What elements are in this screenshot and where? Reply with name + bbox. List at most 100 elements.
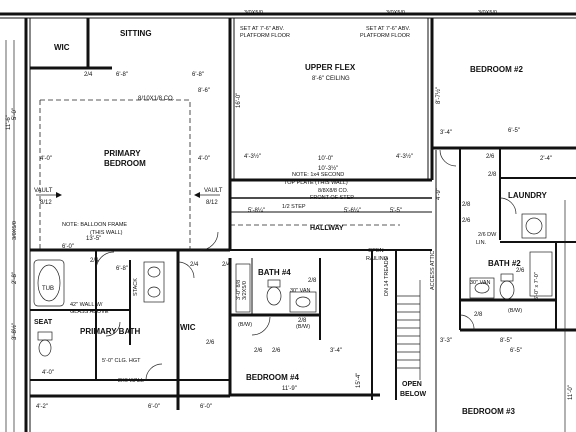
dim-32: 3'-3" <box>440 338 452 344</box>
dashed-lines <box>39 99 400 250</box>
fixtures <box>33 149 553 381</box>
note-11-6: 11'-6" <box>6 115 12 130</box>
note-set-right-1: SET AT 7'-6" ABV. <box>366 26 411 32</box>
dim-45: 6'-8" <box>116 266 128 272</box>
tub-fixture <box>33 259 65 307</box>
label-primary-bedroom-1: PRIMARY <box>104 149 141 158</box>
dim-53: 15'-4" <box>356 373 362 388</box>
label-upper-flex-ceiling: 8'-6" CEILING <box>312 76 350 82</box>
note-lin: LIN. <box>476 240 487 246</box>
dim-15: 1/2 STEP <box>282 204 306 210</box>
label-wic-top: WIC <box>54 43 70 52</box>
dim-42: (B/W) <box>508 308 522 314</box>
dim-35: 6'-5" <box>510 348 522 354</box>
note-dn-treads: DN 14 TREADS <box>384 256 390 296</box>
note-set-right-2: PLATFORM FLOOR <box>360 33 410 39</box>
dim-58: 2/6 <box>206 340 215 346</box>
label-primary-bedroom-2: BEDROOM <box>104 159 146 168</box>
dim-52: 8'-6" <box>198 88 210 94</box>
dim-20: 6'-0" <box>62 244 74 250</box>
note-dw: 2/6 DW <box>478 232 497 238</box>
dim-48: 2/4 <box>90 258 99 264</box>
dim-33: 3'-4" <box>330 348 342 354</box>
dim-24: 2/8 <box>488 172 497 178</box>
note-wall-26: 2X6 WALL <box>118 378 144 384</box>
label-bedroom-2: BEDROOM #2 <box>470 65 523 74</box>
dim-4: 6'-8" <box>116 72 128 78</box>
dim-26: 2/4 <box>222 262 231 268</box>
label-laundry: LAUNDRY <box>508 191 547 200</box>
dim-7: 4'-0" <box>40 156 52 162</box>
note-set-left-1: SET AT 7'-6" ABV. <box>240 26 285 32</box>
dim-56: 4'-9" <box>436 188 442 200</box>
label-access-attic: ACCESS ATTIC <box>430 251 436 290</box>
note-glass-1: 42" WALL W/ <box>70 302 103 308</box>
dim-40: (B/W) <box>238 322 252 328</box>
dim-36: 11'-9" <box>282 386 297 392</box>
note-second-top-1: NOTE: 1x4 SECOND <box>292 172 344 178</box>
label-bedroom-3: BEDROOM #3 <box>462 407 515 416</box>
label-tub: TUB <box>42 286 54 292</box>
dim-9: 4'-3½" <box>244 153 261 160</box>
walls <box>0 12 576 432</box>
dim-51: 5'-0" <box>12 108 18 120</box>
dim-21: 2/8 <box>462 202 471 208</box>
label-open-railing-2: RAILING <box>366 256 388 262</box>
note-second-top-2: TOP PLATE (THIS WALL) <box>284 180 348 186</box>
dim-47: 2'-8" <box>12 272 18 284</box>
dim-8: 4'-0" <box>198 156 210 162</box>
dim-46: 3'-8½" <box>11 323 18 340</box>
dim-28: 2/8 <box>298 318 307 324</box>
note-van-right: 30" VAN <box>470 280 491 286</box>
dim-50: 3/0X5/0 <box>12 221 18 240</box>
note-10-0: 10'-0" <box>318 156 333 162</box>
notes: SET AT 7'-6" ABV. PLATFORM FLOOR SET AT … <box>6 26 540 384</box>
note-set-left-2: PLATFORM FLOOR <box>240 33 290 39</box>
note-van-left: 30" VAN <box>290 288 311 294</box>
note-co-primary: 8/10X1/8 CO. <box>138 96 175 102</box>
note-stack: STACK <box>133 278 139 296</box>
dim-34: 8'-5" <box>500 338 512 344</box>
dim-25: 2/4 <box>190 262 199 268</box>
stair-treads <box>396 280 421 380</box>
label-open-below-1: OPEN <box>402 381 422 388</box>
label-bath-4: BATH #4 <box>258 268 291 277</box>
label-seat: SEAT <box>34 319 53 326</box>
label-sitting: SITTING <box>120 29 152 38</box>
dim-41: (B/W) <box>296 324 310 330</box>
label-hallway: HALLWAY <box>310 225 344 232</box>
dim-1: 3/0X5/0 <box>244 10 263 16</box>
dim-22: 2/6 <box>462 218 471 224</box>
dim-16: 5'-6¼" <box>344 208 361 214</box>
label-open-below-2: BELOW <box>400 391 426 398</box>
note-co-front: 8/8X8/8 CO. <box>318 188 349 194</box>
dim-5: 6'-8" <box>192 72 204 78</box>
dim-43: 2/8 <box>474 312 483 318</box>
dimensions: 3/0X5/0 3/0X5/0 3/0X5/0 6'-8" 6'-8" 2/4 … <box>11 10 574 410</box>
dim-2: 3/0X5/0 <box>386 10 405 16</box>
dim-14: 5'-8¼" <box>248 208 265 214</box>
dim-49: 4'-0" <box>42 370 54 376</box>
dim-6: 2/4 <box>84 72 93 78</box>
note-vault-right: VAULT <box>204 188 223 194</box>
note-balloon-1: NOTE: BALLOON FRAME <box>62 222 127 228</box>
label-bedroom-4: BEDROOM #4 <box>246 373 299 382</box>
note-vault-right-val: 8/12 <box>206 200 218 206</box>
dim-27: 3/2X5/0 <box>242 281 248 300</box>
note-dim-3-0: 3'-0" 8/8 <box>236 280 242 300</box>
label-bath-2: BATH #2 <box>488 259 521 268</box>
note-balloon-2: (THIS WALL) <box>90 230 123 236</box>
note-dim-6-0: 6'-0" x 7'-0" <box>534 272 540 300</box>
dim-57: 2'-4" <box>540 156 552 162</box>
dim-3: 3/0X5/0 <box>478 10 497 16</box>
note-vault-left: VAULT <box>34 188 53 194</box>
dim-54: 11'-0" <box>568 385 574 400</box>
note-vault-left-val: 8/12 <box>40 200 52 206</box>
dim-44: 2/6 <box>516 268 525 274</box>
dim-29: 6'-0" <box>148 404 160 410</box>
label-upper-flex: UPPER FLEX <box>305 63 356 72</box>
dim-23: 2/6 <box>486 154 495 160</box>
dim-31: 4'-2" <box>36 404 48 410</box>
dim-30: 6'-0" <box>200 404 212 410</box>
